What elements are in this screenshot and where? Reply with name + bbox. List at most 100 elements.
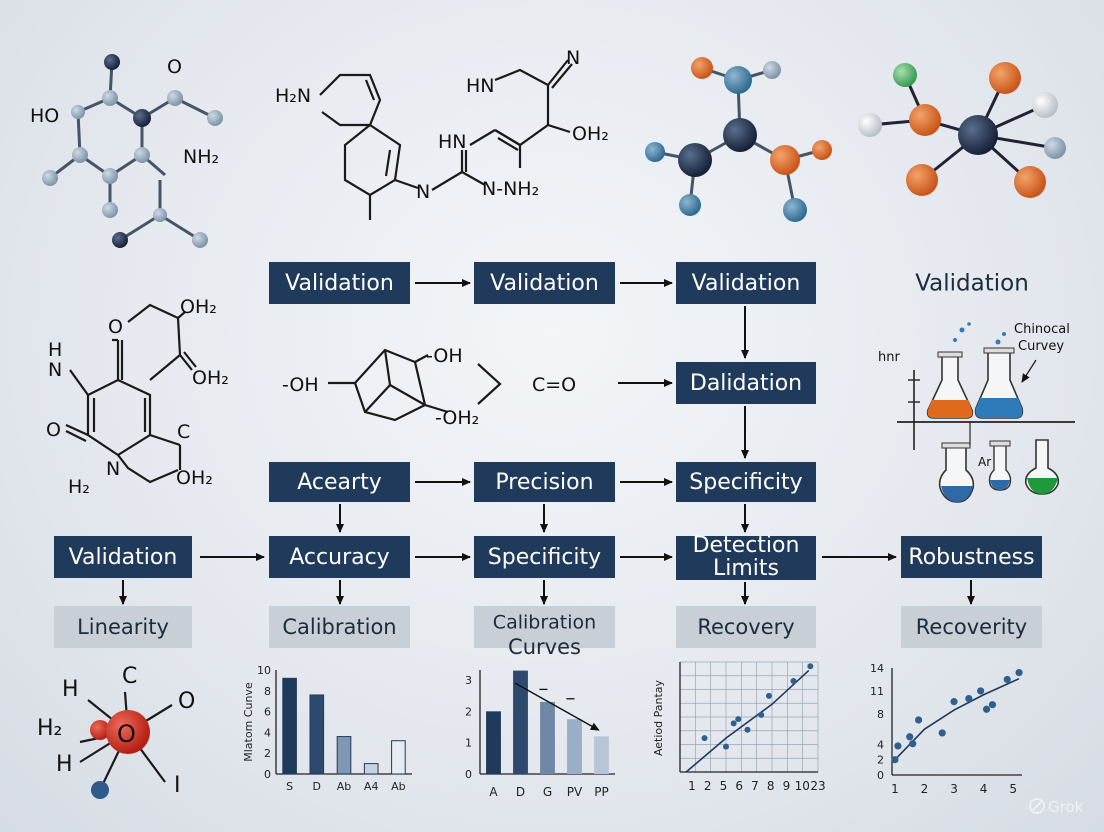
scatter2-xtick-0: 1 (891, 782, 899, 796)
mol5-oh2-a: OH₂ (180, 296, 217, 318)
bar1-xtick-3: A4 (364, 780, 379, 793)
validation-box-1-label: Validation (285, 271, 394, 296)
validation-box-2-label: Validation (490, 271, 599, 296)
mol2-nh2: N-NH₂ (482, 178, 539, 200)
mol2-oh2: OH₂ (572, 123, 609, 145)
mol5-n: N (48, 359, 62, 381)
mol7-o-2: O (117, 720, 136, 748)
scatter2-point-8 (977, 687, 985, 695)
scatter2-point-10 (988, 701, 997, 709)
scatter2-xtick-4: 5 (1009, 782, 1017, 796)
scatter2-ytick-0: 0 (877, 769, 884, 782)
flow-row-5: Linearity Calibration Calibration Curves… (54, 606, 1042, 659)
scatter1-xtick-2: 5 (720, 779, 728, 793)
scatter2-xtick-1: 2 (921, 782, 929, 796)
mol6-oh2: -OH₂ (435, 407, 479, 429)
mol5-o: O (108, 316, 123, 338)
mol6-oh-left: -OH (282, 374, 319, 396)
mol5-h: H (48, 339, 62, 361)
validation-box-1 (269, 262, 410, 304)
flow-row-1: Validation Validation Validation Validat… (269, 262, 1029, 359)
scatter2-point-1 (894, 742, 902, 750)
grok-icon (1029, 798, 1045, 814)
bar2-bar-3 (567, 719, 582, 774)
calibration-curves-label-1: Calibration (493, 612, 596, 634)
mol5-o-2: O (46, 419, 61, 441)
scatter1-xtick-8: 23 (810, 779, 825, 793)
calibration-box-label: Calibration (282, 615, 396, 639)
scatter2-ytick-2: 4 (877, 738, 884, 751)
scatter1-point-2 (730, 720, 737, 727)
bar1-ytick-2: 4 (264, 726, 271, 739)
lab-title: Validation (915, 271, 1029, 297)
mol5-oh2-c: OH₂ (176, 467, 213, 489)
validation-box-3 (676, 262, 816, 304)
mol6-co: C=O (532, 374, 576, 396)
calibration-curves-label-2: Curves (508, 635, 581, 659)
bar2-bar-4 (594, 736, 609, 774)
scatter2-point-3 (909, 740, 917, 748)
acearty-box-label: Acearty (297, 470, 381, 495)
bar1-bar-3 (363, 763, 379, 775)
scatter1-xtick-6: 9 (783, 779, 791, 793)
scatter2-point-7 (965, 694, 973, 703)
scatter1-xtick-5: 8 (767, 779, 775, 793)
scatter2-point-0 (891, 756, 899, 764)
accuracy-box-label: Accuracy (289, 545, 389, 570)
molecule-ball-stick-1: HO O NH₂ (30, 54, 223, 248)
mol5-h2: H₂ (68, 476, 90, 498)
scatter1-xtick-4: 7 (751, 779, 759, 793)
scatter1-xtick-7: 10 (795, 779, 810, 793)
mol2-hn-2: HN (438, 131, 467, 153)
lab-label-1: Chinocal (1014, 322, 1070, 337)
mol7-h-3: H (56, 752, 73, 777)
bar1-xtick-1: D (313, 780, 321, 793)
mol7-i: I (174, 773, 181, 798)
scatter1-point-1 (723, 743, 729, 750)
detection-limits-label-1: Detection (693, 533, 800, 558)
mol2-n: N (566, 47, 580, 69)
bar1-ytick-0: 0 (264, 768, 271, 781)
specificity-box-top (676, 462, 816, 502)
mol7-c: C (122, 664, 137, 689)
mol2-n-2: N (416, 181, 430, 203)
bar1-ylabel: Mlatom Cunve (242, 682, 255, 762)
dalidation-box-label: Dalidation (690, 371, 802, 396)
validation-box-3-label: Validation (692, 271, 801, 296)
bar2-xtick-1: D (516, 785, 525, 799)
scatter2-ytick-3: 8 (877, 708, 884, 721)
scatter1-point-8 (807, 663, 814, 670)
bar2-xtick-2: G (543, 785, 552, 799)
bar2-ytick-2: 2 (465, 705, 472, 718)
specificity-box-label: Specificity (488, 545, 601, 570)
flow-row-4: Validation Accuracy Specificity Detectio… (54, 533, 1042, 605)
bar2-trend-arrow (514, 682, 600, 731)
bar1-ytick-4: 8 (264, 685, 271, 698)
molecule-ball-stick-3 (645, 57, 832, 222)
scatter2-ytick-5: 14 (870, 662, 884, 675)
bar2-ytick-0: 0 (465, 768, 472, 781)
lab-label-2: Curvey (1018, 339, 1064, 354)
mol5-n-2: N (106, 458, 120, 480)
mol1-ho: HO (30, 105, 59, 127)
bar1-xtick-4: Ab (391, 780, 406, 793)
specificity-box-top-label: Specificity (689, 470, 802, 495)
scatter1-xtick-1: 2 (704, 779, 712, 793)
scatter1-ylabel: Aetiod Pantay (652, 679, 665, 756)
molecule-skeletal-5: OH₂ O H N OH₂ O C H₂ N OH₂ (46, 296, 229, 498)
calibration-box (269, 606, 410, 648)
scatter2-trend-line (894, 677, 1020, 761)
scatter1-point-0 (701, 735, 708, 742)
bar1-bar-1 (309, 694, 325, 775)
detection-limits-label-2: Limits (713, 556, 779, 581)
scatter1-point-3 (735, 716, 742, 723)
validation-box-left (54, 536, 192, 578)
scatter1-point-4 (744, 726, 751, 733)
bar1-bar-4 (391, 740, 406, 775)
robustness-box (901, 536, 1042, 578)
bar2-ytick-1: 1 (465, 737, 472, 750)
mol5-c: C (177, 421, 190, 443)
bar1-ytick-1: 2 (264, 747, 271, 760)
